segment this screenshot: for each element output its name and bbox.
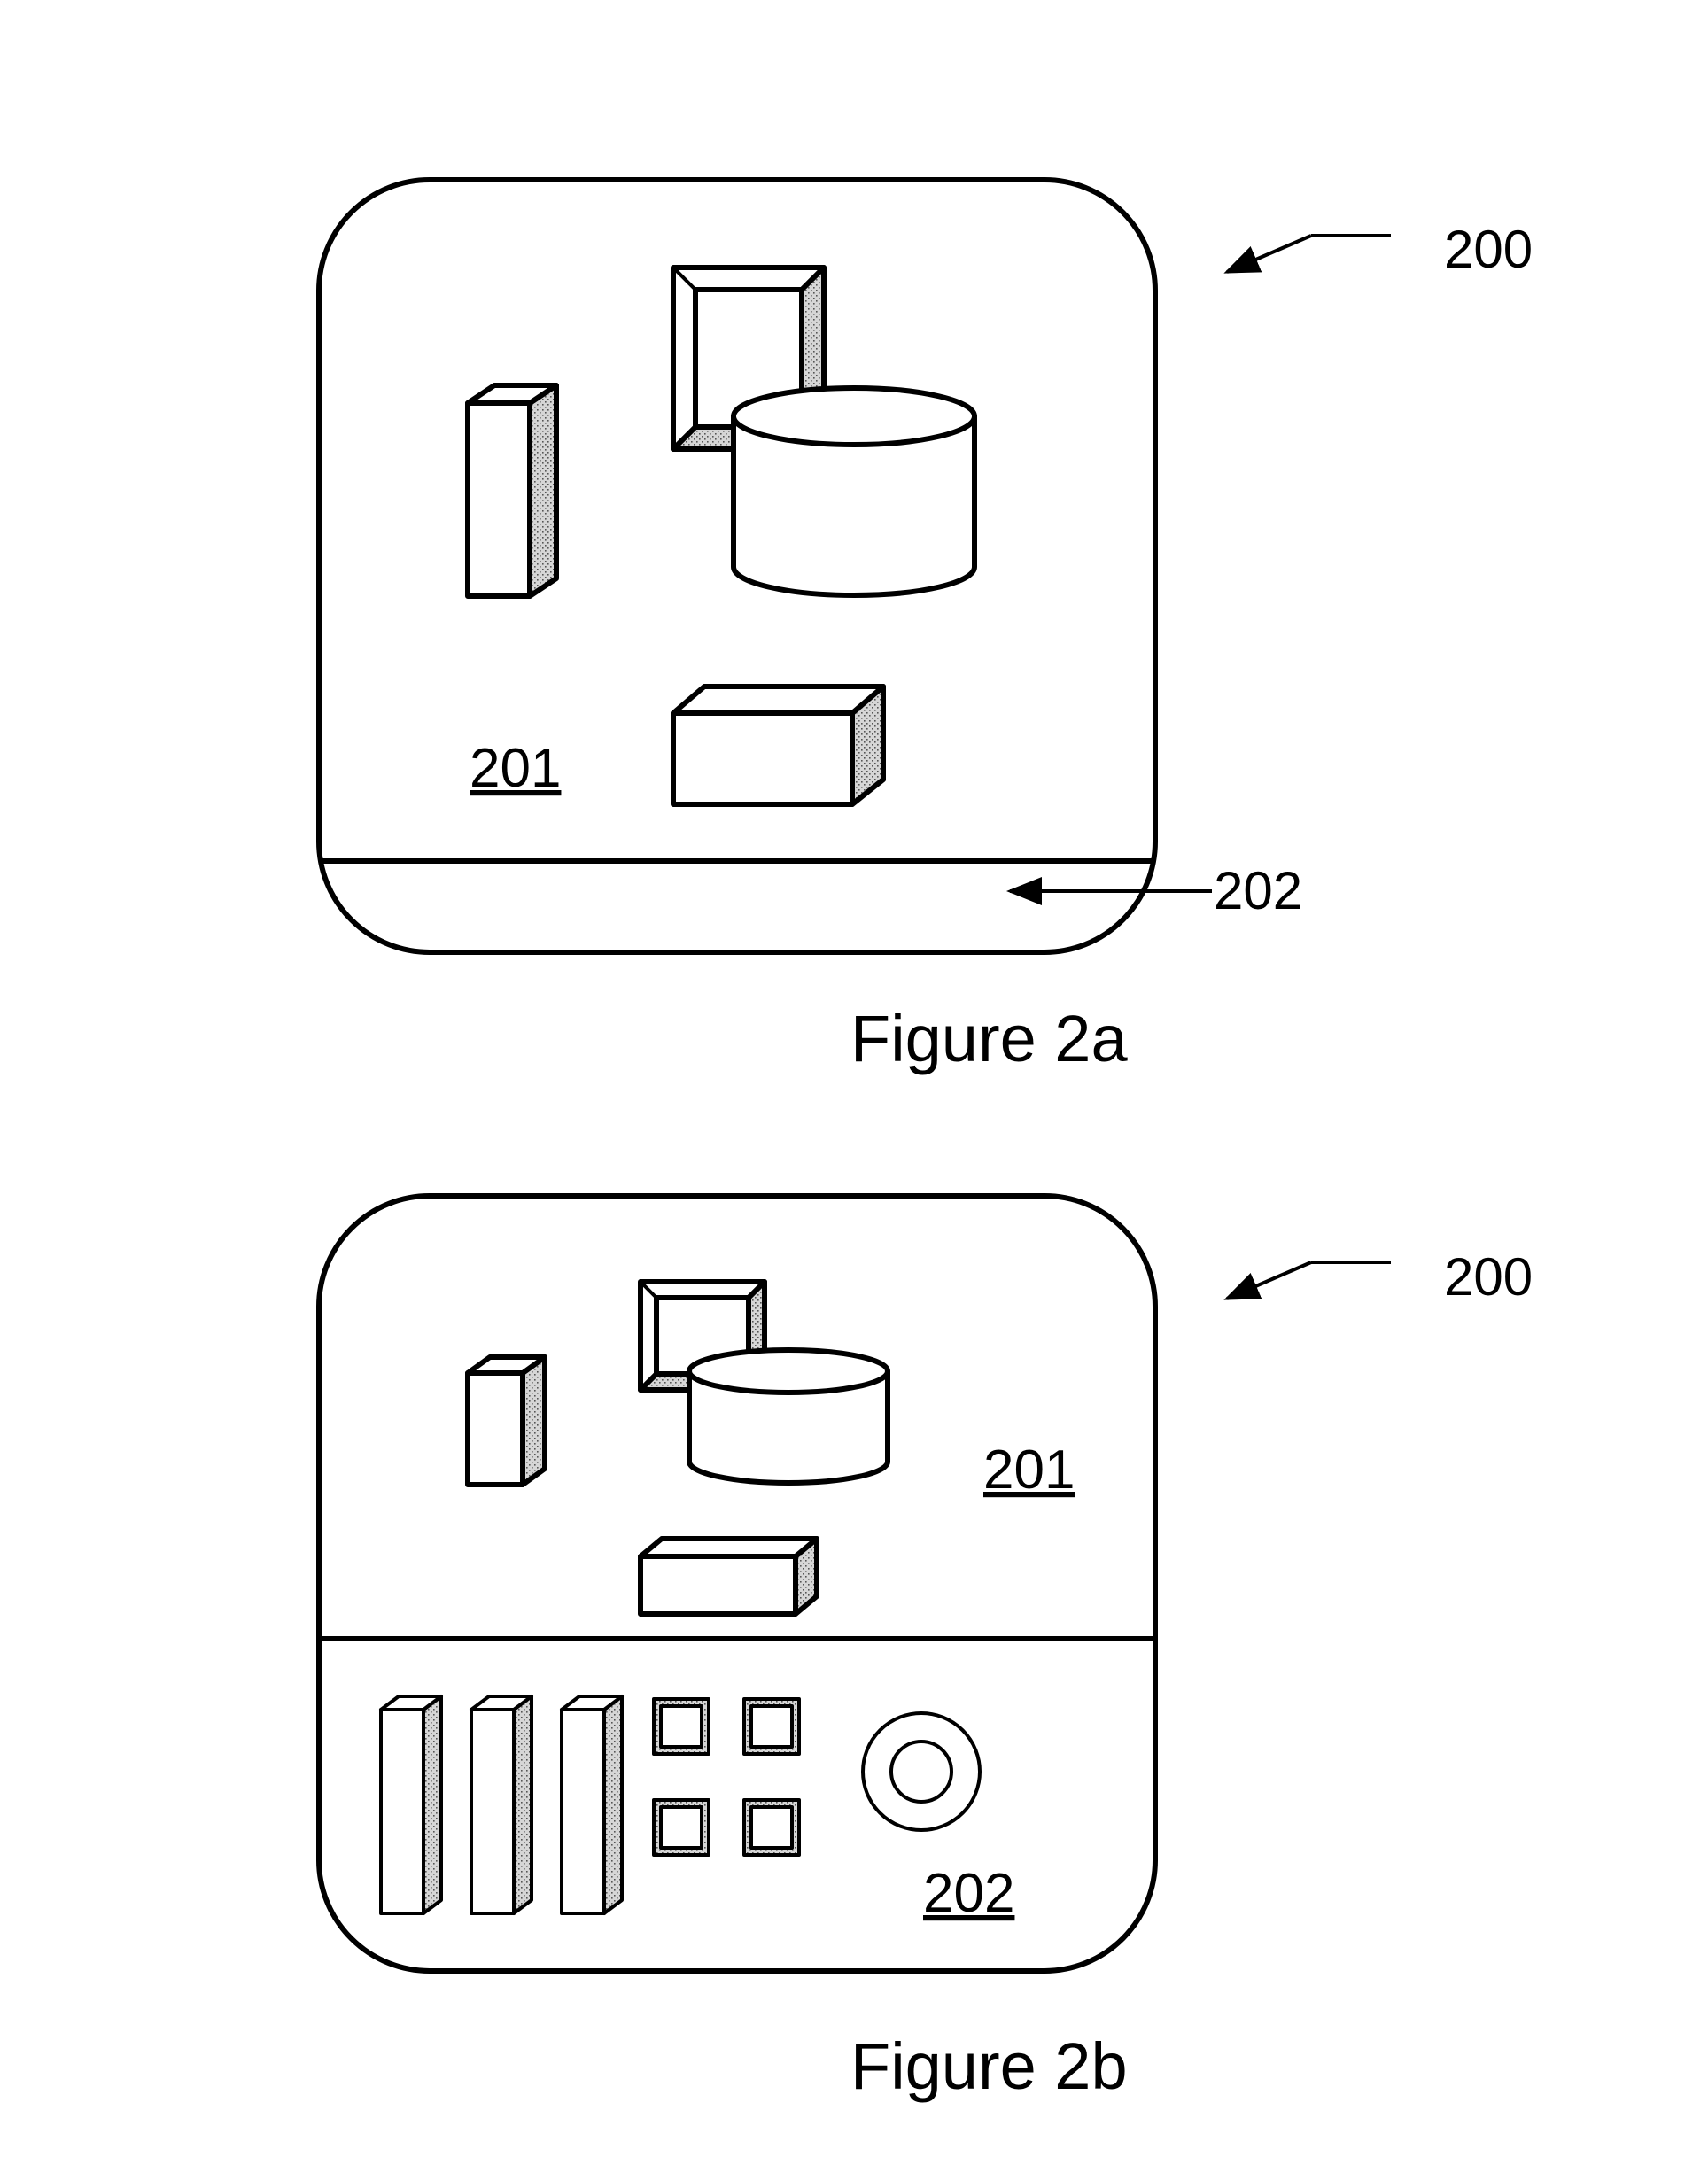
caption-figure-2b: Figure 2b — [850, 2029, 1128, 2103]
device-arrow-head-2b — [1227, 1262, 1311, 1299]
caption-figure-2a: Figure 2a — [850, 1002, 1128, 1075]
square-button-2-icon — [744, 1699, 799, 1754]
tall-box-icon — [468, 385, 556, 596]
tall-box-small-icon — [468, 1357, 545, 1485]
region-202-label-2b: 202 — [923, 1863, 1014, 1924]
round-button-icon — [863, 1713, 980, 1830]
region-201-label-2b: 201 — [983, 1439, 1075, 1501]
device-200-label-2a: 200 — [1444, 220, 1533, 279]
cylinder-small-icon — [689, 1350, 888, 1483]
region-201-label-2a: 201 — [470, 738, 561, 799]
flat-box-small-icon — [640, 1539, 817, 1614]
slot-connector-2-icon — [471, 1696, 532, 1913]
square-button-1-icon — [654, 1699, 709, 1754]
region-202-label-2a: 202 — [1214, 861, 1302, 920]
flat-box-icon — [673, 687, 883, 804]
device-arrow-head-2a — [1227, 236, 1311, 272]
cylinder-icon — [734, 388, 974, 595]
device-200-label-2b: 200 — [1444, 1247, 1533, 1307]
slot-connector-1-icon — [381, 1696, 441, 1913]
square-button-4-icon — [744, 1800, 799, 1855]
slot-connector-3-icon — [562, 1696, 622, 1913]
figure-2a: 201 200 202 Figure 2a — [319, 180, 1533, 1075]
square-button-3-icon — [654, 1800, 709, 1855]
figure-2b: 201 202 200 Figure 2b — [319, 1196, 1533, 2103]
